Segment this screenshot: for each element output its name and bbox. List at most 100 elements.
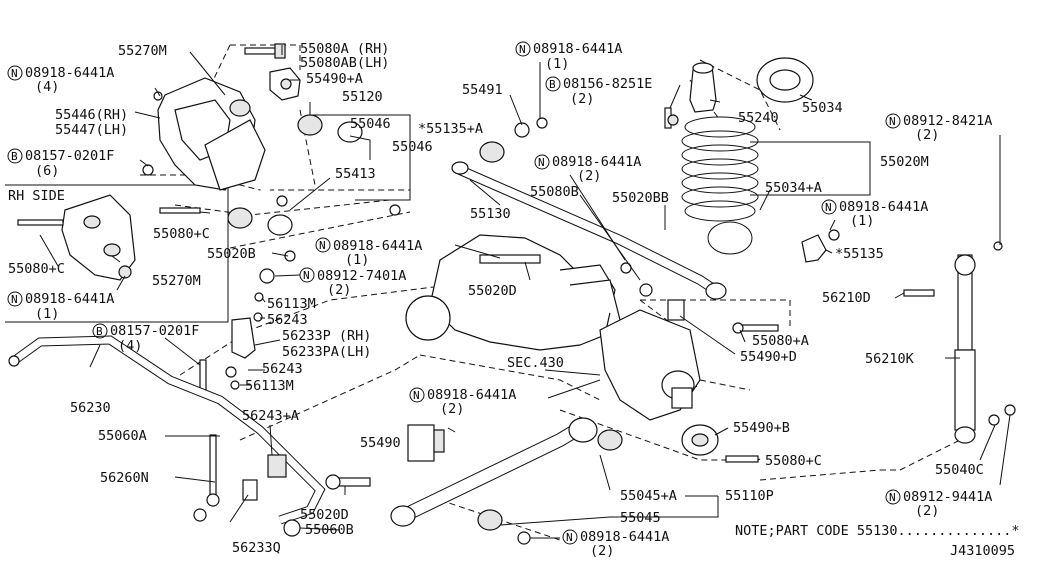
bump-stop-55240 — [689, 62, 717, 113]
label-08157-mid-qty: (4) — [118, 338, 142, 354]
svg-text:B: B — [96, 325, 103, 338]
n-marker: N — [534, 154, 550, 170]
small-hardware — [142, 91, 401, 391]
marker-circles: N B N N N B N B N N N N N N — [7, 41, 901, 545]
n-marker: N — [409, 387, 425, 403]
svg-text:N: N — [519, 43, 526, 56]
svg-text:N: N — [413, 389, 420, 402]
label-08157-mid: 08157-0201F — [110, 323, 199, 339]
svg-text:B: B — [549, 78, 556, 91]
label-56113m-a: 56113M — [267, 296, 316, 312]
label-55080c-rh: 55080+C — [8, 261, 65, 277]
bushing-55135 — [801, 229, 840, 263]
label-56113m-b: 56113M — [245, 378, 294, 394]
svg-text:N: N — [566, 531, 573, 544]
label-08912-7401: 08912-7401A — [317, 268, 406, 284]
n-marker: N — [885, 489, 901, 505]
label-55060a: 55060A — [98, 428, 147, 444]
label-55490d: 55490+D — [740, 349, 797, 365]
label-55045a: 55045+A — [620, 488, 677, 504]
label-08157-top-qty: (6) — [35, 163, 59, 179]
label-55020bb: 55020BB — [612, 190, 669, 206]
label-55060b: 55060B — [305, 522, 354, 538]
coil-spring-55020m — [681, 116, 759, 255]
label-08912-8421-qty: (2) — [915, 127, 939, 143]
b-marker: B — [92, 323, 108, 339]
svg-text:N: N — [303, 269, 310, 282]
stabilizer-bar-56230 — [8, 335, 326, 525]
rh-side-inset — [5, 184, 229, 323]
label-rh-side: RH SIDE — [8, 188, 65, 204]
label-08918-right-qty: (1) — [850, 213, 874, 229]
label-55240: 55240 — [738, 110, 779, 126]
label-08918-right: 08918-6441A — [839, 199, 928, 215]
label-56243a: 56243+A — [242, 408, 299, 424]
label-08918-tl: 08918-6441A — [25, 65, 114, 81]
label-08918-top: 08918-6441A — [533, 41, 622, 57]
bracket-55270m-top — [157, 77, 266, 191]
axle-housing — [599, 299, 701, 421]
label-55080b: 55080B — [530, 184, 579, 200]
n-marker: N — [7, 291, 23, 307]
label-55046-a: 55046 — [350, 116, 391, 132]
label-08157-top: 08157-0201F — [25, 148, 114, 164]
label-08918-441-qty: (1) — [345, 252, 369, 268]
label-56243-b: 56243 — [262, 361, 303, 377]
label-55020d-mid: 55020D — [468, 283, 517, 299]
label-56243-a: 56243 — [267, 312, 308, 328]
svg-text:N: N — [11, 293, 18, 306]
label-08156-qty: (2) — [570, 91, 594, 107]
label-08918-441: 08918-6441A — [333, 238, 422, 254]
svg-text:N: N — [889, 491, 896, 504]
label-55020d-bot: 55020D — [300, 507, 349, 523]
label-08918-top-qty: (1) — [545, 56, 569, 72]
label-55135a: *55135+A — [418, 121, 483, 137]
n-marker: N — [562, 529, 578, 545]
label-56230: 56230 — [70, 400, 111, 416]
svg-text:N: N — [319, 239, 326, 252]
label-55270m-top: 55270M — [118, 43, 167, 59]
label-08918-bot: 08918-6441A — [580, 529, 669, 545]
svg-text:N: N — [889, 115, 896, 128]
label-55413: 55413 — [335, 166, 376, 182]
label-55490a: 55490+A — [306, 71, 363, 87]
note-part-code: NOTE;PART CODE 55130..............* — [735, 523, 1019, 539]
label-55045: 55045 — [620, 510, 661, 526]
n-marker: N — [299, 267, 315, 283]
label-55447: 55447(LH) — [55, 122, 128, 138]
n-marker: N — [885, 113, 901, 129]
upper-link-55120 — [227, 114, 363, 236]
label-56233q: 56233Q — [232, 540, 281, 556]
label-55110p: 55110P — [725, 488, 774, 504]
leader-lines — [39, 45, 1011, 539]
label-56260n: 56260N — [100, 470, 149, 486]
label-55034a: 55034+A — [765, 180, 822, 196]
label-56210d: 56210D — [822, 290, 871, 306]
label-55034: 55034 — [802, 100, 843, 116]
label-08918-rh-qty: (1) — [35, 306, 59, 322]
bushing-55490b — [681, 424, 759, 463]
label-55120: 55120 — [342, 89, 383, 105]
label-08918-mid-qty: (2) — [577, 168, 601, 184]
label-08918-rh: 08918-6441A — [25, 291, 114, 307]
label-55080ab: 55080AB(LH) — [300, 55, 389, 71]
bracket-55270m-rh — [17, 194, 136, 281]
label-55080a: 55080A (RH) — [300, 41, 389, 57]
label-55080c-r: 55080+C — [765, 453, 822, 469]
bolt-08156 — [664, 107, 679, 129]
label-55270m-rh: 55270M — [152, 273, 201, 289]
svg-text:N: N — [538, 156, 545, 169]
label-55020m: 55020M — [880, 154, 929, 170]
bolt-55080a — [244, 43, 286, 59]
label-56233p: 56233P (RH) — [282, 328, 371, 344]
label-08918-lower-qty: (2) — [440, 401, 464, 417]
label-55446: 55446(RH) — [55, 107, 128, 123]
label-08912-9441: 08912-9441A — [903, 489, 992, 505]
lower-link-55110p — [390, 417, 623, 545]
label-08156: 08156-8251E — [563, 76, 652, 92]
label-08912-8421: 08912-8421A — [903, 113, 992, 129]
lateral-rod-55130 — [451, 117, 727, 300]
svg-text:N: N — [825, 201, 832, 214]
label-08912-7401-qty: (2) — [327, 282, 351, 298]
